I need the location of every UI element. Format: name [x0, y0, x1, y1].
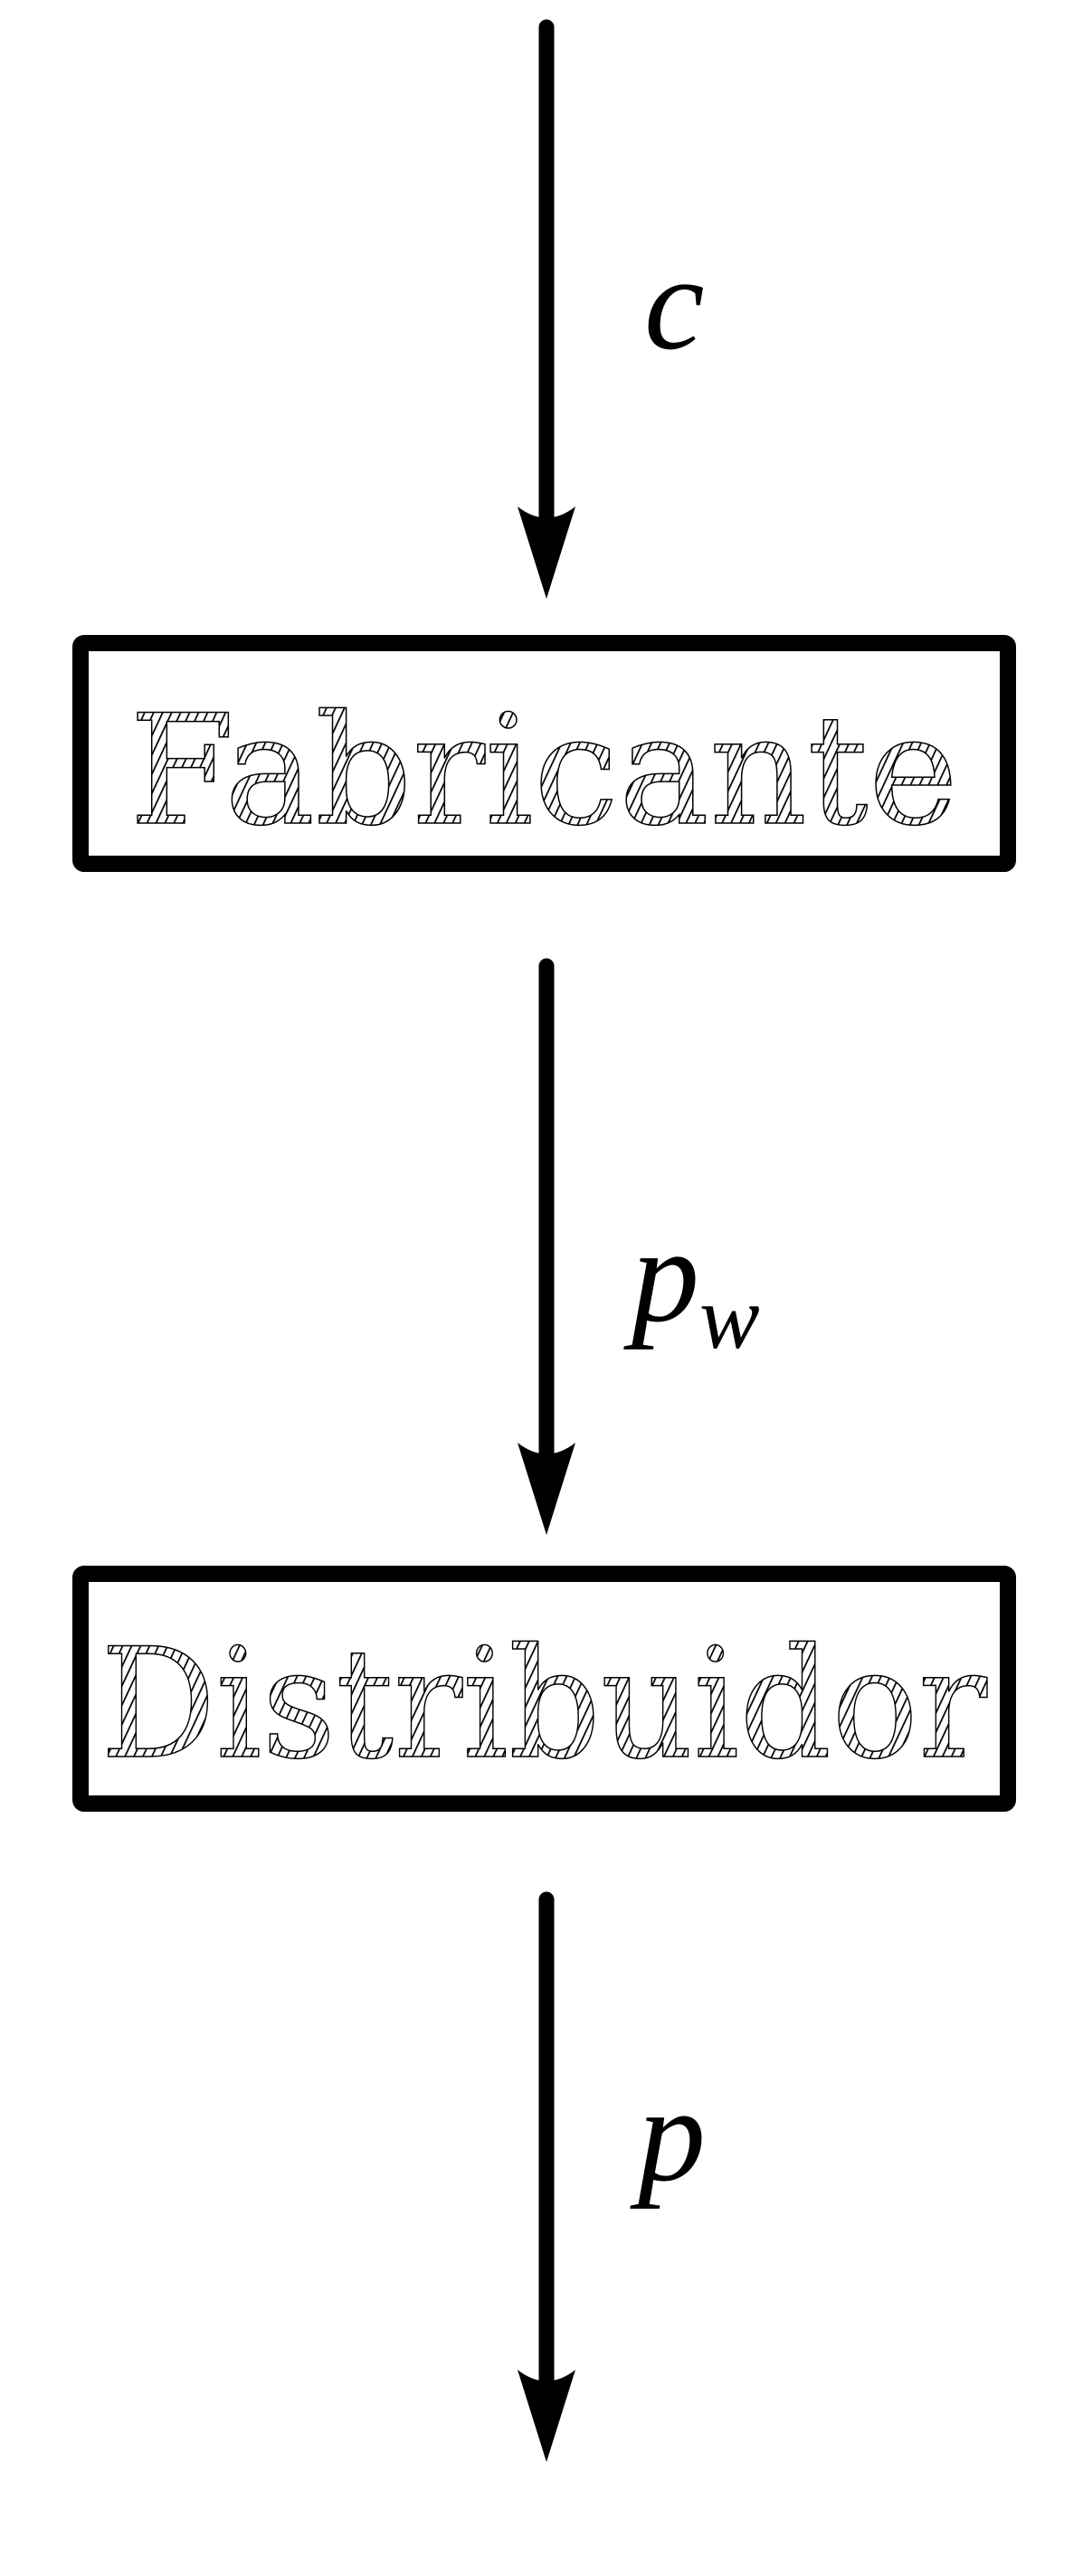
node-label: Distribuidor: [100, 1615, 988, 1793]
arrowhead-icon: [518, 2370, 575, 2462]
node-distribuidor: Distribuidor: [72, 1566, 1016, 1812]
node-fabricante: Fabricante: [72, 635, 1016, 872]
node-label: Fabricante: [129, 682, 958, 859]
arrow-wholesale-price: [518, 958, 575, 1535]
arrowhead-icon: [518, 1443, 575, 1535]
edge-label-pw: pw: [623, 1200, 760, 1368]
arrow-retail-price: [518, 1891, 575, 2462]
edge-label-p: p: [630, 2060, 706, 2210]
arrowhead-icon: [518, 507, 575, 599]
edge-label-c: c: [644, 228, 705, 378]
arrow-input-cost: [518, 19, 575, 599]
